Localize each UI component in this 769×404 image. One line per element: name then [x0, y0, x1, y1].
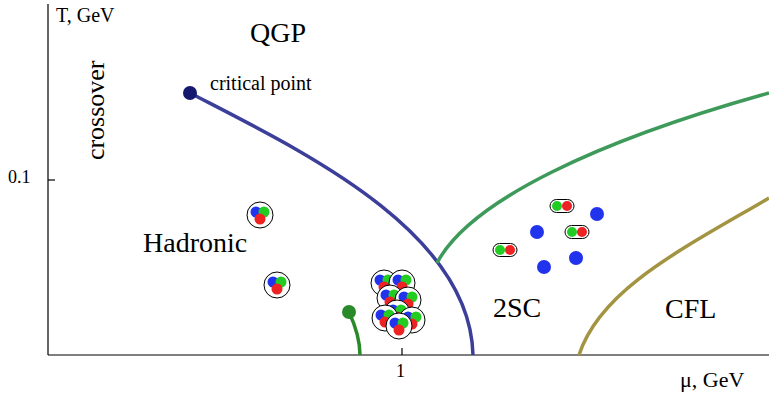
axis-title: μ, GeV: [680, 368, 744, 392]
region-label: Hadronic: [143, 228, 247, 259]
axis-title: T, GeV: [56, 4, 115, 26]
quark: [394, 325, 405, 336]
baryon: [247, 202, 273, 228]
quark: [272, 284, 283, 295]
quark: [505, 245, 515, 255]
region-label: 2SC: [493, 293, 541, 324]
particles: [247, 200, 604, 340]
region-label: QGP: [250, 18, 306, 49]
baryon-ring: [386, 313, 412, 339]
liquid-gas-endpoint: [342, 305, 356, 319]
free-quark: [530, 225, 544, 239]
quark: [552, 201, 562, 211]
quark: [255, 214, 266, 225]
critical-point-dot: [183, 86, 197, 100]
diquark-pill: [493, 244, 517, 257]
quark: [567, 227, 577, 237]
region-note: crossover: [82, 60, 111, 160]
tick-label: 0.1: [8, 168, 31, 188]
diquark: [493, 244, 517, 257]
baryon-ring: [247, 202, 273, 228]
free-quark: [537, 260, 551, 274]
x-tick: [401, 348, 402, 355]
free-quark: [590, 207, 604, 221]
diquark-pill: [565, 226, 589, 239]
hadron-qgp-boundary: [190, 93, 473, 355]
axes: [48, 4, 769, 355]
diquark-pill: [550, 200, 574, 213]
baryon: [386, 313, 412, 339]
y-tick: [48, 179, 55, 180]
free-quark: [569, 251, 583, 265]
quark: [577, 227, 587, 237]
baryon-ring: [264, 272, 290, 298]
x-axis: [48, 354, 769, 355]
tick-label: 1: [396, 362, 405, 382]
diquark: [565, 226, 589, 239]
baryon: [264, 272, 290, 298]
cfl-boundary: [579, 198, 769, 355]
region-label: CFL: [665, 294, 716, 325]
diquark: [550, 200, 574, 213]
2sc-boundary: [437, 93, 769, 263]
point-label: critical point: [210, 72, 312, 94]
quark: [495, 245, 505, 255]
quark: [562, 201, 572, 211]
